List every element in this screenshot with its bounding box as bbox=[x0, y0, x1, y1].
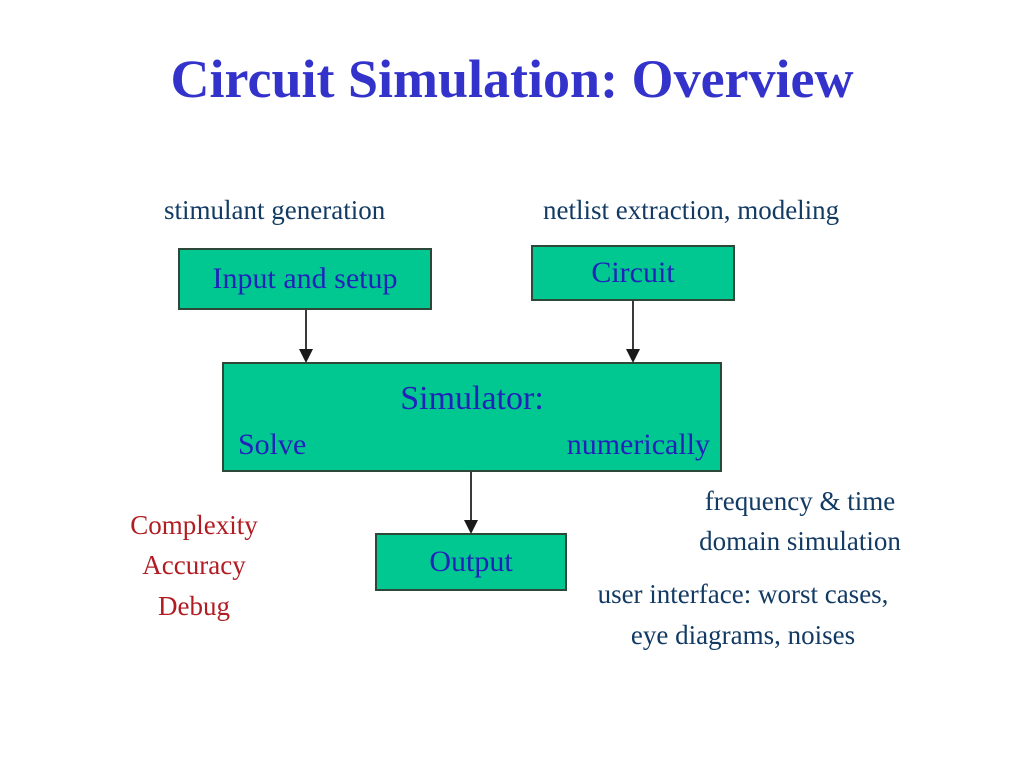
label-domain-simulation: domain simulation bbox=[699, 526, 901, 556]
box-circuit-label: Circuit bbox=[591, 256, 675, 289]
box-simulator[interactable]: Simulator: Solve numerically bbox=[222, 362, 722, 472]
box-simulator-solve-label: Solve bbox=[238, 428, 307, 461]
arrow-circuit-to-simulator bbox=[626, 300, 640, 363]
label-netlist-extraction: netlist extraction, modeling bbox=[543, 195, 840, 225]
label-complexity: Complexity bbox=[130, 510, 258, 540]
label-stimulant-generation: stimulant generation bbox=[164, 195, 386, 225]
label-user-interface: user interface: worst cases, eye diagram… bbox=[597, 579, 889, 650]
label-time-highlight: time bbox=[847, 486, 896, 516]
page-title: Circuit Simulation: Overview bbox=[170, 49, 854, 109]
box-simulator-title: Simulator: bbox=[400, 380, 544, 417]
box-simulator-numerically-label: numerically bbox=[566, 428, 710, 461]
label-frequency-time-domain-line1: frequency & time bbox=[650, 484, 950, 518]
box-output-label: Output bbox=[429, 545, 513, 578]
label-debug: Debug bbox=[158, 591, 230, 621]
label-frequency-prefix: frequency & bbox=[704, 486, 848, 516]
label-accuracy: Accuracy bbox=[142, 550, 246, 580]
box-input-and-setup[interactable]: Input and setup bbox=[178, 248, 432, 310]
box-input-and-setup-label: Input and setup bbox=[212, 262, 398, 295]
arrow-simulator-to-output bbox=[464, 471, 478, 534]
arrow-input-to-simulator bbox=[299, 308, 313, 363]
box-circuit[interactable]: Circuit bbox=[531, 245, 735, 301]
box-output[interactable]: Output bbox=[375, 533, 567, 591]
